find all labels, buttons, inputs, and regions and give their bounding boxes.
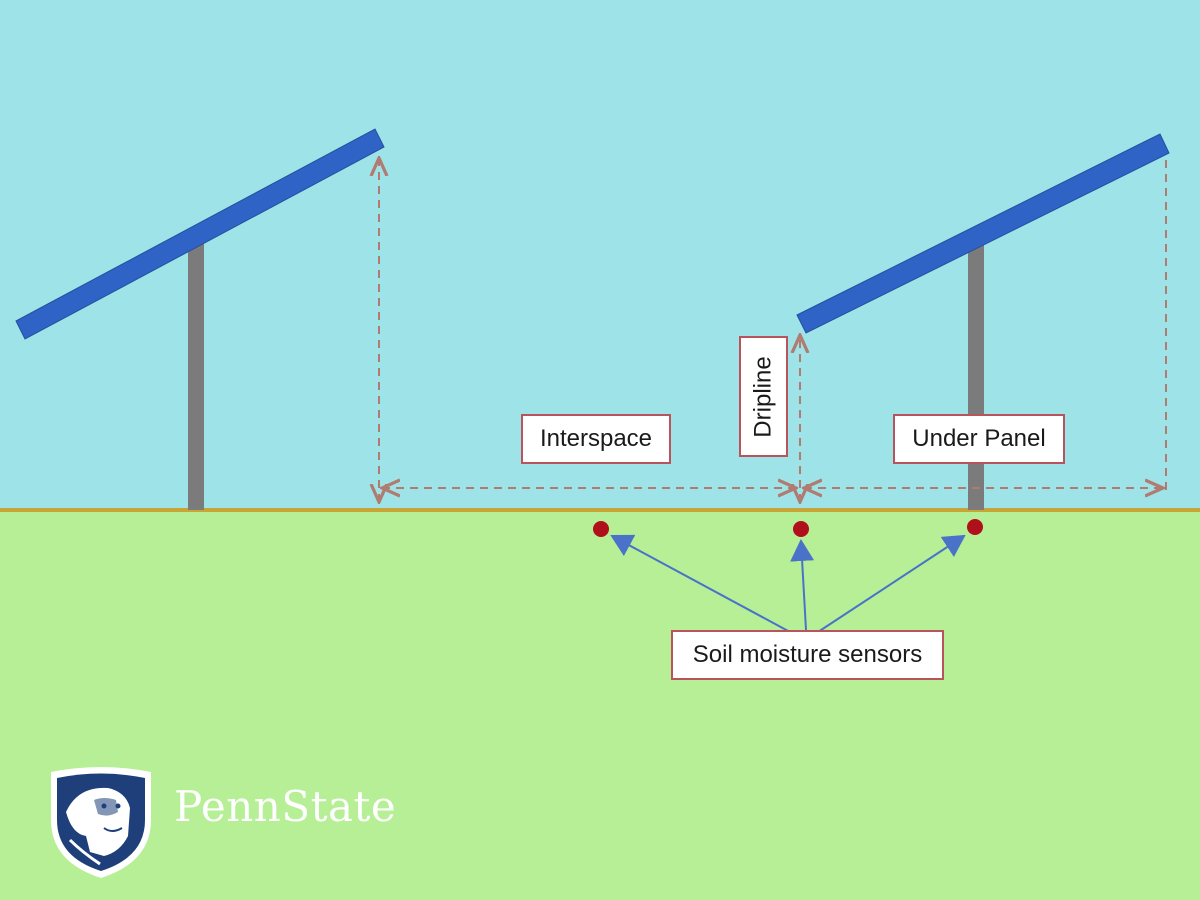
soil-moisture-sensors-label: Soil moisture sensors [671,630,944,680]
left-solar-panel [15,128,385,340]
soil-moisture-sensors-label-text: Soil moisture sensors [692,641,923,668]
nittany-lion-shield-logo [51,767,151,878]
sensor-arrow-interspace [610,534,791,633]
right-solar-panel [796,133,1170,334]
dripline-label: Dripline [739,336,788,457]
left-panel-post [188,244,204,510]
sensor-under-panel [967,519,983,535]
under-panel-label-text: Under Panel [912,425,1046,452]
interspace-label: Interspace [521,414,671,464]
under-panel-label: Under Panel [893,414,1065,464]
grass [0,511,1200,900]
interspace-label-text: Interspace [539,425,653,452]
sensor-arrow-under-panel [817,534,966,633]
sensor-arrow-dripline [790,539,815,631]
pennstate-wordmark: PennState [174,782,397,831]
dripline-label-text: Dripline [749,355,777,438]
right-panel-post [968,244,984,510]
sensor-dripline [793,521,809,537]
sensor-interspace [593,521,609,537]
